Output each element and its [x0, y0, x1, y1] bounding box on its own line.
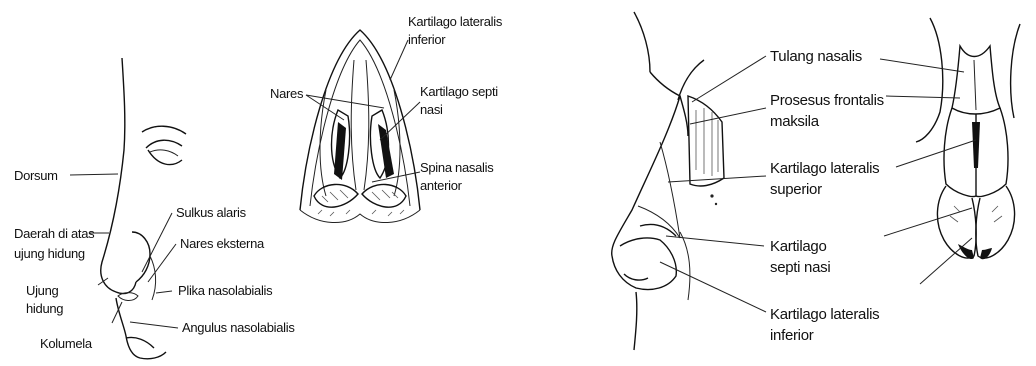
label-kart-lat-sup-line2: superior: [770, 181, 822, 199]
label-spina-line2: anterior: [420, 178, 462, 193]
nose-skeleton-frontal-drawing: [916, 18, 1020, 259]
label-plika-nasolabialis: Plika nasolabialis: [178, 283, 272, 298]
nose-skeleton-lateral-drawing: [612, 12, 724, 350]
label-sulkus-alaris: Sulkus alaris: [176, 205, 246, 220]
label-kart-septi-line2: nasi: [420, 102, 443, 117]
label-angulus-nasolabialis: Angulus nasolabialis: [182, 320, 295, 335]
label-kart-septi-line2: septi nasi: [770, 259, 830, 277]
label-ujung-line2: hidung: [26, 301, 63, 316]
label-nares: Nares: [270, 86, 303, 101]
label-kart-lat-sup-line1: Kartilago lateralis: [770, 160, 879, 178]
nose-base-drawing: [300, 30, 420, 223]
label-kart-septi-line1: Kartilago septi: [420, 84, 498, 99]
label-kart-septi-line1: Kartilago: [770, 238, 827, 256]
label-prosesus-line2: maksila: [770, 113, 819, 131]
nose-profile-drawing: [101, 58, 186, 359]
label-kart-lat-inf-line2: inferior: [408, 32, 445, 47]
label-kolumela: Kolumela: [40, 336, 92, 351]
label-dorsum: Dorsum: [14, 168, 58, 183]
label-daerah-line1: Daerah di atas: [14, 226, 94, 241]
profile-leader-lines: [70, 174, 178, 328]
label-prosesus-line1: Prosesus frontalis: [770, 92, 884, 110]
label-kart-lat-inf-line1: Kartilago lateralis: [408, 14, 502, 29]
label-kart-lat-inf-line1-right: Kartilago lateralis: [770, 306, 879, 324]
label-nares-eksterna: Nares eksterna: [180, 236, 264, 251]
label-ujung-line1: Ujung: [26, 283, 58, 298]
label-tulang-nasalis: Tulang nasalis: [770, 48, 862, 66]
label-kart-lat-inf-line2-right: inferior: [770, 327, 813, 345]
label-spina-line1: Spina nasalis: [420, 160, 493, 175]
label-daerah-line2: ujung hidung: [14, 246, 85, 261]
base-leader-lines: [306, 40, 420, 182]
